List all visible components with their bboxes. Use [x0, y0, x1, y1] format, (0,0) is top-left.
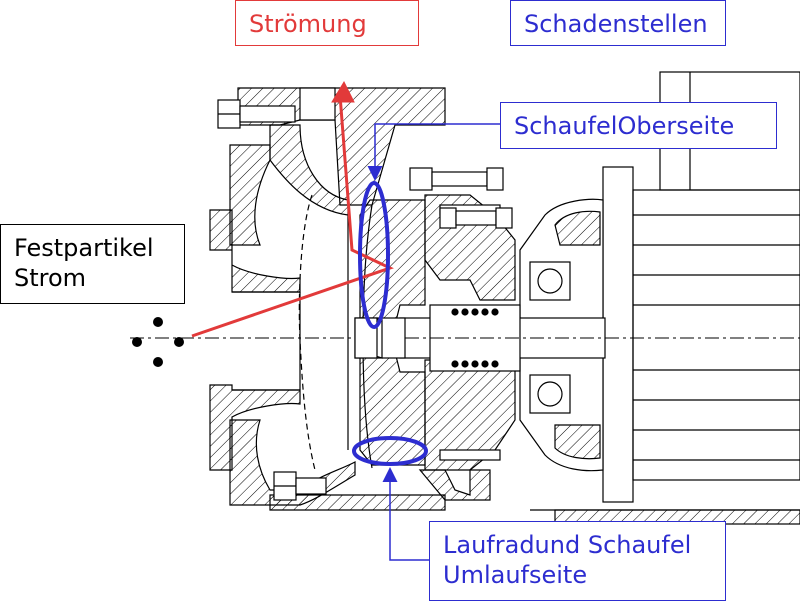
flow-label: Strömung: [235, 0, 419, 46]
particle-dots: [132, 317, 184, 367]
bolts: [217, 99, 513, 501]
impeller-label: Laufradund Schaufel Umlaufseite: [429, 521, 726, 601]
shaft: [130, 304, 800, 372]
damage-points-label-text: Schadenstellen: [524, 10, 708, 38]
particle-stream-line1: Festpartikel: [14, 234, 154, 262]
blade-top-damage-marker: [358, 181, 390, 329]
leader-lines: [367, 123, 500, 561]
impeller: [354, 199, 426, 466]
blade-top-label: SchaufelOberseite: [500, 102, 777, 149]
particle-stream-line2: Strom: [14, 264, 87, 292]
flow-path: [191, 80, 394, 338]
flow-label-text: Strömung: [249, 10, 367, 38]
impeller-label-line2: Umlaufseite: [443, 561, 588, 589]
particle-stream-label: Festpartikel Strom: [0, 224, 185, 304]
damage-points-label: Schadenstellen: [510, 0, 726, 46]
impeller-rim-damage-marker: [352, 436, 428, 466]
blade-top-label-text: SchaufelOberseite: [514, 112, 735, 140]
impeller-label-line1: Laufradund Schaufel: [443, 531, 692, 559]
motor-housing: [602, 71, 800, 503]
